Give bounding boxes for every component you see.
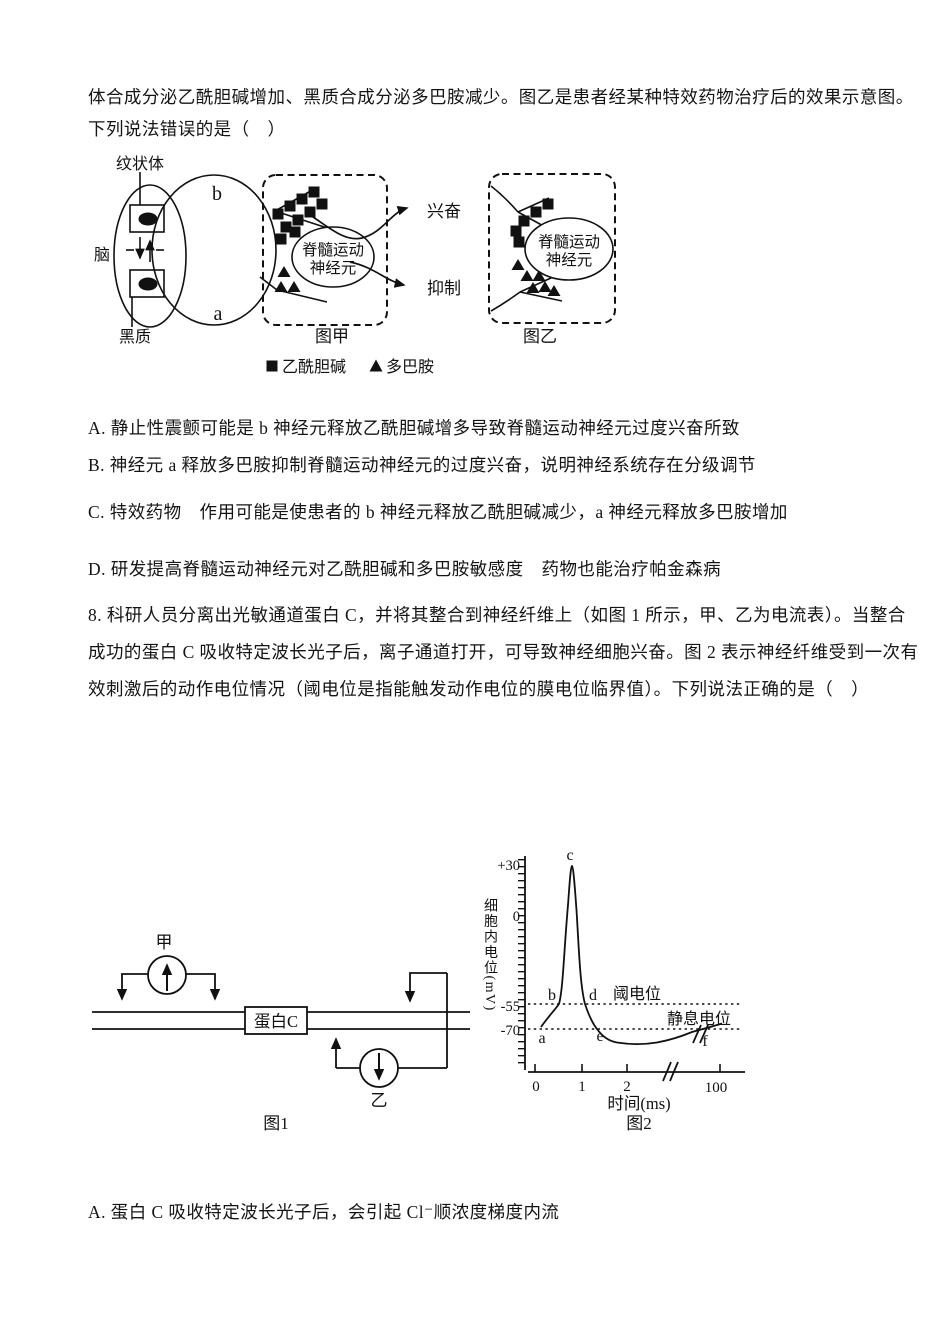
neuron-a-label: a <box>214 303 223 325</box>
meter-yi-circuit <box>330 972 448 1088</box>
protein-c-box <box>244 1006 308 1035</box>
q7-option-d: D. 研发提高脊髓运动神经元对乙酰胆碱和多巴胺敏感度 药物也能治疗帕金森病 <box>88 559 722 579</box>
threshold-label: 阈电位 <box>613 985 661 1003</box>
fig2-caption: 图2 <box>626 1114 652 1133</box>
fig1-caption: 图1 <box>263 1114 289 1133</box>
yi-motor-neuron-label-2: 神经元 <box>546 251 593 269</box>
meter-yi-label: 乙 <box>371 1091 388 1110</box>
q7-option-a: A. 静止性震颤可能是 b 神经元释放乙酰胆碱增多导致脊髓运动神经元过度兴奋所致 <box>88 418 740 438</box>
nigra-cell-body <box>138 277 158 291</box>
striatum-box <box>129 204 165 233</box>
xtick-2: 2 <box>623 1079 631 1095</box>
fig2-x-axis-label: 时间(ms) <box>607 1094 670 1113</box>
resting-label: 静息电位 <box>667 1010 731 1028</box>
yi-motor-neuron-ellipse <box>524 217 614 281</box>
nigra-box <box>129 269 165 298</box>
fig2-y-axis-label: 细胞内电位(mV) <box>482 898 497 1012</box>
legend-acetylcholine-label: 乙酰胆碱 <box>282 358 346 376</box>
point-d-label: d <box>589 987 597 1004</box>
point-c-label: c <box>566 847 573 864</box>
point-b-label: b <box>548 987 556 1004</box>
legend-dopamine-label: 多巴胺 <box>386 358 434 376</box>
q7-option-c: C. 特效药物 作用可能是使患者的 b 神经元释放乙酰胆碱减少，a 神经元释放多… <box>88 502 788 522</box>
x-axis-break-icon <box>662 1061 672 1082</box>
yi-motor-neuron-label-1: 脊髓运动 <box>538 233 600 251</box>
q7-intro-line2: 下列说法错误的是（ ） <box>88 119 286 139</box>
excitation-arrow <box>309 206 409 240</box>
yi-dopamine-triangles <box>511 259 561 296</box>
jia-acetylcholine-squares <box>272 186 328 245</box>
ytick-plus30: +30 <box>497 858 520 874</box>
protein-c-label: 蛋白C <box>254 1012 298 1031</box>
point-f-label: f <box>702 1033 708 1050</box>
point-e-label: e <box>596 1028 603 1045</box>
nigra-label: 黑质 <box>119 328 151 346</box>
q8-line3: 效刺激后的动作电位情况（阈电位是指能触发动作电位的膜电位临界值）。下列说法正确的… <box>88 679 870 699</box>
striatum-label: 纹状体 <box>116 155 164 173</box>
meter-jia-circuit <box>116 955 221 1001</box>
ytick-0: 0 <box>513 909 520 925</box>
action-potential-curve <box>540 864 723 1045</box>
legend-triangle-icon <box>369 359 383 372</box>
q8-line2: 成功的蛋白 C 吸收特定波长光子后，离子通道打开，可导致神经细胞兴奋。图 2 表… <box>88 642 919 662</box>
curve-break-icon <box>692 1024 709 1044</box>
jia-motor-neuron-ellipse <box>291 226 375 288</box>
legend-square-icon <box>266 360 278 372</box>
excitation-label: 兴奋 <box>427 202 461 221</box>
q8-line1: 8. 科研人员分离出光敏通道蛋白 C，并将其整合到神经纤维上（如图 1 所示，甲… <box>88 605 906 625</box>
ytick-minus70: -70 <box>501 1023 520 1039</box>
jia-motor-neuron-label-1: 脊髓运动 <box>302 241 364 259</box>
point-a-label: a <box>538 1030 545 1047</box>
xtick-1: 1 <box>578 1079 586 1095</box>
xtick-0: 0 <box>532 1079 540 1095</box>
inhibition-label: 抑制 <box>427 279 461 298</box>
jia-dopamine-triangles <box>274 266 301 292</box>
inhibition-arrow <box>349 261 406 288</box>
fig-yi-dashed-box <box>488 173 616 324</box>
q7-intro-line1: 体合成分泌乙酰胆碱增加、黑质合成分泌多巴胺减少。图乙是患者经某种特效药物治疗后的… <box>88 87 914 107</box>
q8-option-a: A. 蛋白 C 吸收特定波长光子后，会引起 Cl⁻顺浓度梯度内流 <box>88 1202 560 1222</box>
xtick-100: 100 <box>705 1080 728 1096</box>
figure1-figure2: 蛋白C 甲 乙 图1 <box>92 847 745 1133</box>
q7-option-b: B. 神经元 a 释放多巴胺抑制脊髓运动神经元的过度兴奋，说明神经系统存在分级调… <box>88 455 756 475</box>
jia-motor-neuron-label-2: 神经元 <box>310 259 357 277</box>
fig-jia-dashed-box <box>262 174 388 326</box>
brain-label: 脑 <box>94 246 110 264</box>
yi-acetylcholine-squares <box>510 198 554 248</box>
neuron-b-label: b <box>212 183 222 205</box>
fig-yi-caption: 图乙 <box>523 327 557 346</box>
fig-jia-caption: 图甲 <box>315 327 349 346</box>
ytick-minus55: -55 <box>501 999 520 1015</box>
fig2-axes <box>518 856 745 1082</box>
striatum-cell-body <box>138 212 158 226</box>
meter-jia-label: 甲 <box>156 933 173 952</box>
brain-ellipse <box>113 184 187 328</box>
parkinson-figure: 脊髓运动 神经元 兴奋 抑制 <box>94 155 616 376</box>
